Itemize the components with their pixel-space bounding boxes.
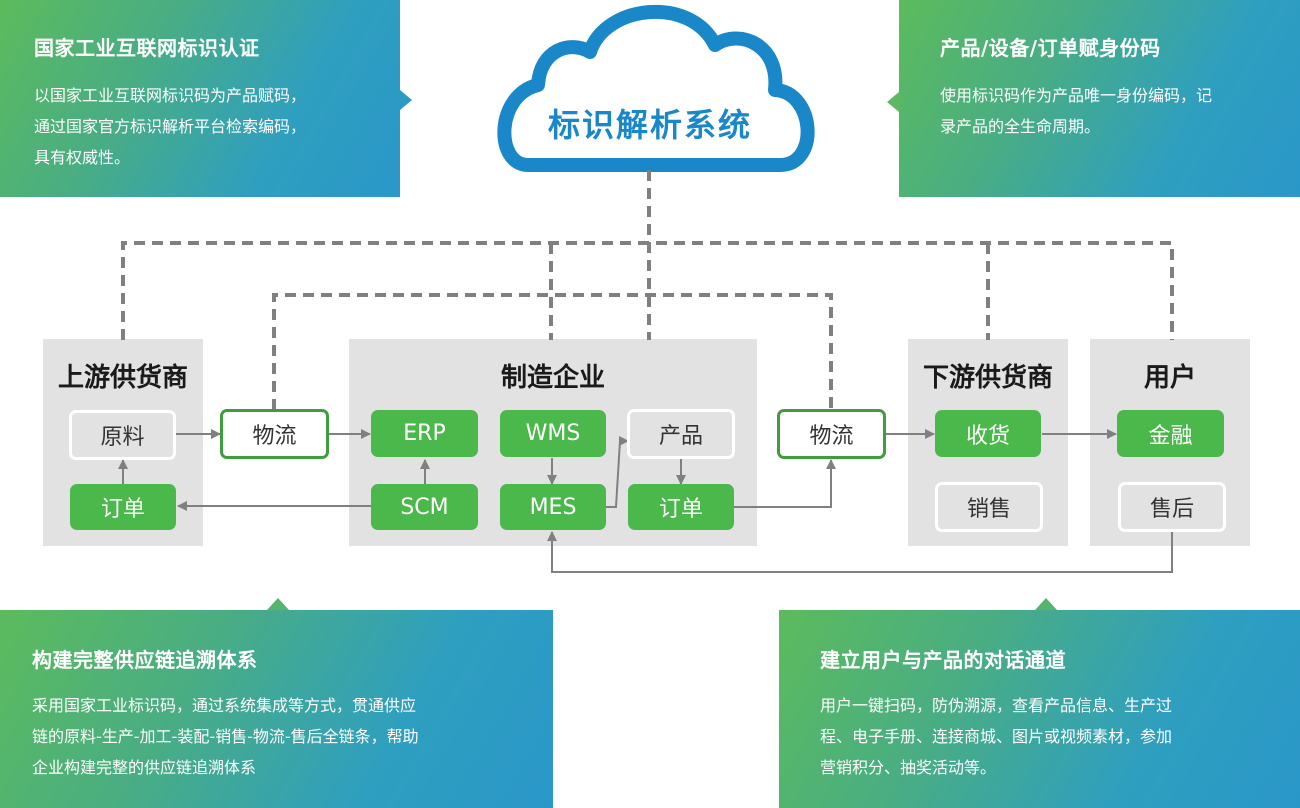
card-line: 企业构建完整的供应链追溯体系 [32,758,257,777]
card-line: 以国家工业互联网标识码为产品赋码， [34,86,307,105]
node-logistics-1[interactable]: 物流 [220,409,329,459]
panel-title: 下游供货商 [922,363,1053,393]
card-line: 通过国家官方标识解析平台检索编码， [34,117,307,136]
node-upstream-order[interactable]: 订单 [70,484,176,530]
node-sales[interactable]: 销售 [935,482,1043,532]
card-line: 链的原料-生产-加工-装配-销售-物流-售后全链条，帮助 [32,727,419,746]
node-wms[interactable]: WMS [500,410,606,457]
node-raw-material[interactable]: 原料 [69,410,176,460]
pointer-up-icon [267,598,289,610]
pointer-right-icon [400,90,412,110]
node-finance[interactable]: 金融 [1117,410,1224,457]
node-product[interactable]: 产品 [627,409,735,459]
node-mes[interactable]: MES [500,484,606,530]
card-line: 用户一键扫码，防伪溯源，查看产品信息、生产过 [820,696,1173,715]
card-title: 构建完整供应链追溯体系 [32,648,258,672]
card-line: 具有权威性。 [34,148,131,167]
card-supply-chain-trace: 构建完整供应链追溯体系 采用国家工业标识码，通过系统集成等方式，贯通供应 链的原… [0,610,553,808]
card-line: 采用国家工业标识码，通过系统集成等方式，贯通供应 [32,696,417,715]
node-erp[interactable]: ERP [371,410,478,457]
card-line: 使用标识码作为产品唯一身份编码，记 [940,86,1213,105]
card-line: 程、电子手册、连接商城、图片或视频素材，参加 [820,727,1173,746]
card-body: 以国家工业互联网标识码为产品赋码， 通过国家官方标识解析平台检索编码， 具有权威… [34,80,306,173]
pointer-up-icon [1035,598,1057,610]
card-title: 国家工业互联网标识认证 [34,36,260,60]
node-receive-goods[interactable]: 收货 [935,410,1041,457]
node-manufacturer-order[interactable]: 订单 [628,484,734,530]
card-body: 用户一键扫码，防伪溯源，查看产品信息、生产过 程、电子手册、连接商城、图片或视频… [820,690,1172,783]
panel-title: 制造企业 [500,363,605,393]
card-body: 采用国家工业标识码，通过系统集成等方式，贯通供应 链的原料-生产-加工-装配-销… [32,690,419,783]
card-line: 录产品的全生命周期。 [940,117,1101,136]
card-identity-code: 产品/设备/订单赋身份码 使用标识码作为产品唯一身份编码，记 录产品的全生命周期… [899,0,1300,197]
card-user-dialogue: 建立用户与产品的对话通道 用户一键扫码，防伪溯源，查看产品信息、生产过 程、电子… [779,610,1300,808]
panel-title: 上游供货商 [57,363,188,393]
panel-title: 用户 [1143,363,1196,393]
cloud-label: 标识解析系统 [547,106,752,144]
node-after-sales[interactable]: 售后 [1118,482,1226,532]
card-title: 产品/设备/订单赋身份码 [940,36,1161,60]
card-body: 使用标识码作为产品唯一身份编码，记 录产品的全生命周期。 [940,80,1212,142]
card-identity-certification: 国家工业互联网标识认证 以国家工业互联网标识码为产品赋码， 通过国家官方标识解析… [0,0,400,197]
node-scm[interactable]: SCM [371,484,478,530]
card-title: 建立用户与产品的对话通道 [820,648,1066,672]
cloud-icon [497,4,815,172]
card-line: 营销积分、抽奖活动等。 [820,758,997,777]
pointer-left-icon [887,92,899,112]
node-logistics-2[interactable]: 物流 [777,409,886,459]
